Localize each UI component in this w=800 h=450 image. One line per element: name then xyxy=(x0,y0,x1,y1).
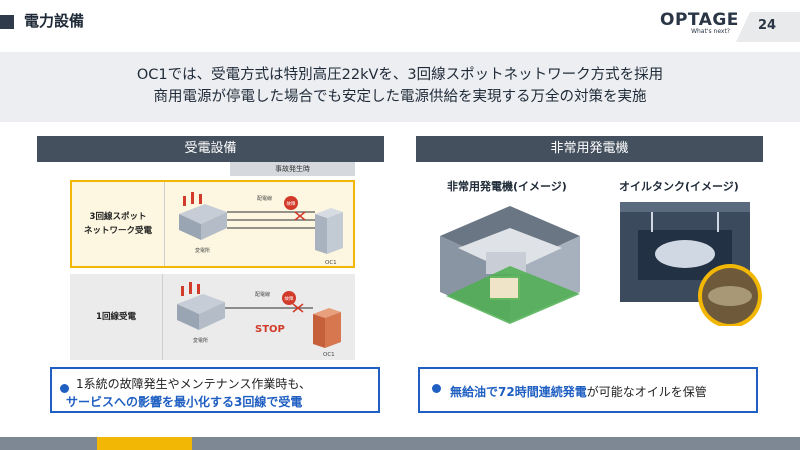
power-receiving-diagram: 事故発生時 3回線スポット ネットワーク受電 xyxy=(70,162,355,360)
footer-bar xyxy=(0,437,800,450)
fault-marker-icon xyxy=(284,196,298,210)
row1-label: 3回線スポット ネットワーク受電 xyxy=(72,182,164,266)
line-label-1: 配電線 xyxy=(257,195,272,202)
fault-label-2: 故障 xyxy=(285,295,294,302)
right-note-box: 無給油で72時間連続発電が可能なオイルを保管 xyxy=(418,367,758,413)
left-note-box: 1系統の故障発生やメンテナンス作業時も、 サービスへの影響を最小化する3回線で受… xyxy=(50,367,380,413)
event-label: 事故発生時 xyxy=(230,162,355,176)
oc1-building-stopped-icon xyxy=(313,308,341,348)
diagram-row-3-circuit: 3回線スポット ネットワーク受電 故障 配電線 変電所 xyxy=(70,180,355,268)
logo-tagline: What's next? xyxy=(691,28,730,35)
generator-image-label: 非常用発電機(イメージ) xyxy=(447,180,567,193)
stop-label: STOP xyxy=(255,324,285,335)
substation-icon-2 xyxy=(177,282,225,330)
row2-label: 1回線受電 xyxy=(96,312,136,322)
row-divider xyxy=(164,182,165,266)
row-divider-2 xyxy=(162,274,163,360)
oc1-label-2: OC1 xyxy=(323,352,335,358)
substation-label-1: 変電所 xyxy=(195,247,210,254)
row1-label-line2: ネットワーク受電 xyxy=(83,226,152,236)
substation-icon xyxy=(179,192,227,240)
generator-illustration xyxy=(440,206,580,324)
row1-label-line1: 3回線スポット xyxy=(89,212,147,222)
left-section-header: 受電設備 xyxy=(37,136,384,162)
logo-text: OPTAGE xyxy=(660,10,739,30)
left-note-line1: 1系統の故障発生やメンテナンス作業時も、 xyxy=(76,377,312,391)
right-note-emphasis: 無給油で72時間連続発電 xyxy=(450,385,587,399)
lead-band: OC1では、受電方式は特別高圧22kVを、3回線スポットネットワーク方式を採用 … xyxy=(0,52,800,122)
line-label-2: 配電線 xyxy=(255,291,270,298)
right-note-text: 無給油で72時間連続発電が可能なオイルを保管 xyxy=(450,383,707,400)
row1-graphic: 故障 配電線 変電所 OC1 xyxy=(179,192,343,266)
optage-logo: OPTAGE What's next? xyxy=(660,10,738,40)
substation-label-2: 変電所 xyxy=(193,337,208,344)
page-number: 24 xyxy=(758,18,777,33)
page-number-badge: 24 xyxy=(736,12,800,42)
row2-graphic: 故障 配電線 変電所 STOP OC1 xyxy=(177,282,341,358)
bullet-dot-icon xyxy=(60,384,69,393)
footer-accent xyxy=(97,437,192,450)
right-note-rest: が可能なオイルを保管 xyxy=(586,385,707,399)
header-bar: 電力設備 OPTAGE What's next? 24 xyxy=(0,0,800,46)
lead-line-2: 商用電源が停電した場合でも安定した電源供給を実現する万全の対策を実施 xyxy=(153,89,647,105)
oil-tank-illustration xyxy=(620,202,762,326)
oil-tank-image-label: オイルタンク(イメージ) xyxy=(619,180,739,193)
diagram-row-1-circuit: 1回線受電 故障 配電線 変電所 STOP O xyxy=(70,274,355,360)
fault-marker-icon-2 xyxy=(282,291,296,305)
left-note-line2: サービスへの影響を最小化する3回線で受電 xyxy=(66,395,303,409)
right-section-header: 非常用発電機 xyxy=(416,136,763,162)
bullet-dot-icon-2 xyxy=(432,384,441,393)
page-title: 電力設備 xyxy=(24,12,85,30)
oc1-label-1: OC1 xyxy=(325,260,337,266)
oc1-building-icon xyxy=(315,208,343,254)
header-square-icon xyxy=(0,15,14,29)
fault-label-1: 故障 xyxy=(287,200,296,207)
lead-line-1: OC1では、受電方式は特別高圧22kVを、3回線スポットネットワーク方式を採用 xyxy=(136,67,664,83)
